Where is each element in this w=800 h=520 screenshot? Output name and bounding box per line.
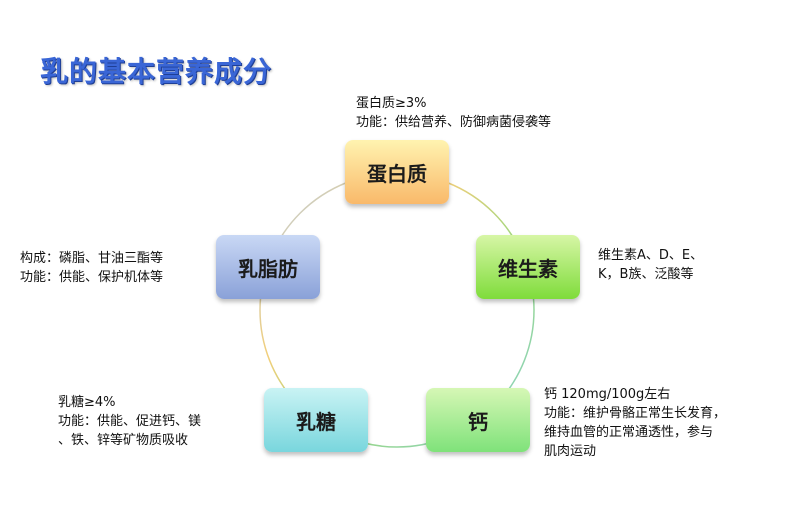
node-calcium-label: 钙 <box>468 409 488 434</box>
page-title: 乳的基本营养成分 <box>40 55 273 88</box>
node-protein-label: 蛋白质 <box>367 161 427 186</box>
desc-calcium-line-4: 肌肉运动 <box>544 444 597 459</box>
desc-lactose: 乳糖≥4% 功能：供能、促进钙、镁 、铁、锌等矿物质吸收 <box>58 393 201 450</box>
desc-vitamin-line-1: 维生素A、D、E、 <box>598 248 704 263</box>
node-lactose-label: 乳糖 <box>296 409 336 434</box>
node-calcium: 钙 <box>426 388 530 452</box>
desc-vitamin-line-2: K，B族、泛酸等 <box>598 267 694 282</box>
node-vitamin-label: 维生素 <box>498 256 558 281</box>
desc-protein-line-2: 功能：供给营养、防御病菌侵袭等 <box>356 115 552 130</box>
node-protein: 蛋白质 <box>345 140 449 204</box>
desc-vitamin: 维生素A、D、E、 K，B族、泛酸等 <box>598 246 703 284</box>
desc-fat: 构成：磷脂、甘油三酯等 功能：供能、保护机体等 <box>20 249 163 287</box>
desc-lactose-line-2: 功能：供能、促进钙、镁 <box>58 414 202 429</box>
node-fat-label: 乳脂肪 <box>238 256 298 281</box>
desc-fat-line-1: 构成：磷脂、甘油三酯等 <box>20 251 164 266</box>
node-lactose: 乳糖 <box>264 388 368 452</box>
desc-protein: 蛋白质≥3% 功能：供给营养、防御病菌侵袭等 <box>356 94 551 132</box>
desc-lactose-line-1: 乳糖≥4% <box>58 395 116 410</box>
desc-calcium-line-2: 功能：维护骨骼正常生长发育， <box>544 406 727 421</box>
desc-lactose-line-3: 、铁、锌等矿物质吸收 <box>58 433 189 448</box>
node-fat: 乳脂肪 <box>216 235 320 299</box>
desc-calcium: 钙 120mg/100g左右 功能：维护骨骼正常生长发育， 维持血管的正常通透性… <box>544 385 726 461</box>
desc-protein-line-1: 蛋白质≥3% <box>356 96 427 111</box>
desc-fat-line-2: 功能：供能、保护机体等 <box>20 270 164 285</box>
desc-calcium-line-3: 维持血管的正常通透性，参与 <box>544 425 714 440</box>
desc-calcium-line-1: 钙 120mg/100g左右 <box>544 387 671 402</box>
node-vitamin: 维生素 <box>476 235 580 299</box>
